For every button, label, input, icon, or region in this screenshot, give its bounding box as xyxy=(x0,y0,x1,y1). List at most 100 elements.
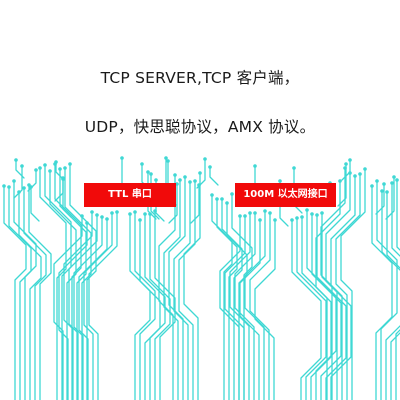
trace-pad xyxy=(61,176,65,180)
circuit-trace xyxy=(8,186,32,400)
circuit-trace xyxy=(249,212,271,400)
trace-pad xyxy=(128,212,132,216)
trace-pad xyxy=(146,170,150,174)
trace-pad xyxy=(48,169,52,173)
circuit-trace xyxy=(321,212,352,400)
trace-pad xyxy=(29,185,33,189)
circuit-trace xyxy=(244,210,266,400)
circuit-trace xyxy=(211,194,233,400)
circuit-trace xyxy=(239,219,261,400)
circuit-trace xyxy=(44,164,72,400)
circuit-trace xyxy=(335,173,361,400)
circuit-trace xyxy=(139,219,161,400)
circuit-trace xyxy=(53,215,83,400)
trace-pad xyxy=(173,173,177,177)
trace-pad xyxy=(166,159,170,163)
circuit-trace xyxy=(306,209,337,400)
trace-pad xyxy=(68,162,72,166)
ttl-serial-label: TTL 串口 xyxy=(84,183,176,207)
trace-pad xyxy=(38,166,42,170)
circuit-stub xyxy=(54,177,64,202)
ethernet-port-label: 100M 以太网接口 xyxy=(235,183,336,207)
trace-pad xyxy=(183,175,187,179)
trace-pad xyxy=(12,179,16,183)
trace-pad xyxy=(63,166,67,170)
circuit-trace xyxy=(88,211,118,400)
trace-pad xyxy=(363,167,367,171)
trace-pad xyxy=(120,156,124,160)
trace-pad xyxy=(395,178,399,182)
trace-pad xyxy=(149,172,153,176)
circuit-stub xyxy=(168,183,178,224)
trace-pad xyxy=(268,211,272,215)
trace-pad xyxy=(105,217,109,221)
trace-pad xyxy=(2,184,6,188)
circuit-stub xyxy=(375,183,385,215)
circuit-traces-illustration xyxy=(2,156,400,400)
circuit-trace xyxy=(18,191,42,400)
circuit-trace xyxy=(226,202,248,400)
trace-pad xyxy=(243,214,247,218)
trace-pad xyxy=(54,160,58,164)
trace-pad xyxy=(338,179,342,183)
trace-pad xyxy=(348,158,352,162)
circuit-trace xyxy=(234,212,256,400)
trace-pad xyxy=(100,215,104,219)
circuit-trace xyxy=(340,168,366,400)
trace-pad xyxy=(175,182,179,186)
circuit-trace xyxy=(330,175,356,400)
trace-pad xyxy=(253,164,257,168)
circuit-trace xyxy=(83,212,113,400)
trace-pad xyxy=(292,166,296,170)
trace-pad xyxy=(203,157,207,161)
trace-pad xyxy=(138,218,142,222)
trace-pad xyxy=(43,163,47,167)
trace-pad xyxy=(210,193,214,197)
circuit-trace xyxy=(311,213,342,400)
circuit-trace xyxy=(296,217,327,400)
trace-pad xyxy=(34,168,38,172)
circuit-trace xyxy=(376,180,398,400)
circuit-trace xyxy=(173,181,191,400)
trace-pad xyxy=(344,162,348,166)
circuit-trace xyxy=(183,172,201,400)
circuit-trace xyxy=(129,213,151,400)
trace-pad xyxy=(380,189,384,193)
circuit-stub xyxy=(196,158,206,189)
circuit-trace xyxy=(178,180,196,400)
trace-pad xyxy=(164,156,168,160)
trace-pad xyxy=(320,211,324,215)
trace-pad xyxy=(385,190,389,194)
trace-pad xyxy=(238,214,242,218)
circuit-stub xyxy=(385,176,395,220)
circuit-trace xyxy=(254,219,276,400)
trace-pad xyxy=(110,211,114,215)
circuit-trace xyxy=(64,167,92,400)
circuit-trace xyxy=(68,214,98,400)
trace-pad xyxy=(193,179,197,183)
circuit-trace xyxy=(63,211,93,400)
trace-pad xyxy=(278,179,282,183)
trace-pad xyxy=(390,181,394,185)
circuit-stub xyxy=(341,159,351,181)
trace-pad xyxy=(85,221,89,225)
circuit-trace xyxy=(144,213,166,400)
circuit-stub xyxy=(13,165,23,199)
trace-pad xyxy=(230,192,234,196)
circuit-trace xyxy=(158,174,176,400)
circuit-trace xyxy=(28,184,52,400)
trace-pad xyxy=(253,211,257,215)
trace-pad xyxy=(375,179,379,183)
circuit-trace xyxy=(73,216,103,400)
trace-pad xyxy=(215,197,219,201)
trace-pad xyxy=(305,208,309,212)
circuit-trace xyxy=(154,210,176,400)
trace-pad xyxy=(248,211,252,215)
headline-line-1: TCP SERVER,TCP 客户端， xyxy=(100,69,300,87)
circuit-trace xyxy=(224,215,246,400)
circuit-trace xyxy=(316,214,347,400)
trace-pad xyxy=(198,171,202,175)
trace-pad xyxy=(7,185,11,189)
circuit-trace xyxy=(134,211,156,400)
trace-pad xyxy=(382,182,386,186)
